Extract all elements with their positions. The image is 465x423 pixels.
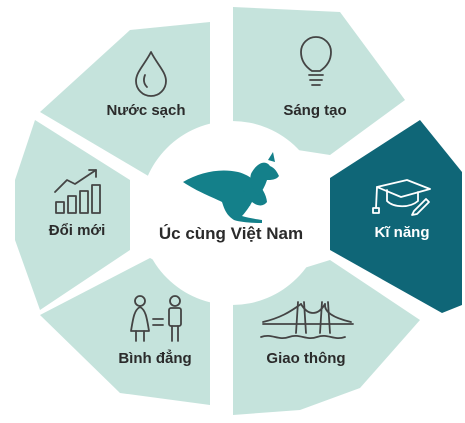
- bridge-icon: [260, 301, 354, 340]
- gender-equality-icon: [130, 295, 182, 342]
- growth-chart-icon: [54, 169, 101, 214]
- graduation-cap-icon: [372, 179, 431, 216]
- segment-reform-label: Đổi mới: [49, 222, 106, 239]
- center-hub: Úc cùng Việt Nam: [140, 121, 324, 305]
- segment-innovation-shape: [233, 7, 405, 155]
- segment-skills[interactable]: Kĩ năng: [330, 120, 462, 313]
- kangaroo-icon: [183, 152, 279, 223]
- segment-skills-label: Kĩ năng: [375, 224, 430, 241]
- segment-clean-water[interactable]: Nước sạch: [40, 22, 210, 177]
- lightbulb-icon: [300, 36, 332, 86]
- segment-innovation[interactable]: Sáng tạo: [233, 7, 405, 155]
- segment-equality-label: Bình đẳng: [118, 349, 191, 367]
- segment-clean-water-shape: [40, 22, 210, 177]
- segment-equality-shape: [40, 258, 210, 405]
- center-title: Úc cùng Việt Nam: [159, 224, 303, 243]
- segment-equality[interactable]: Bình đẳng: [40, 258, 210, 405]
- segment-clean-water-label: Nước sạch: [106, 102, 185, 119]
- water-drop-icon: [135, 51, 167, 97]
- segment-transport-shape: [233, 260, 420, 415]
- segment-innovation-label: Sáng tạo: [283, 102, 346, 119]
- segment-transport[interactable]: Giao thông: [233, 260, 420, 415]
- segment-transport-label: Giao thông: [266, 350, 345, 367]
- segment-reform[interactable]: Đổi mới: [15, 120, 130, 310]
- segment-reform-shape: [15, 120, 130, 310]
- segment-skills-shape: [330, 120, 462, 313]
